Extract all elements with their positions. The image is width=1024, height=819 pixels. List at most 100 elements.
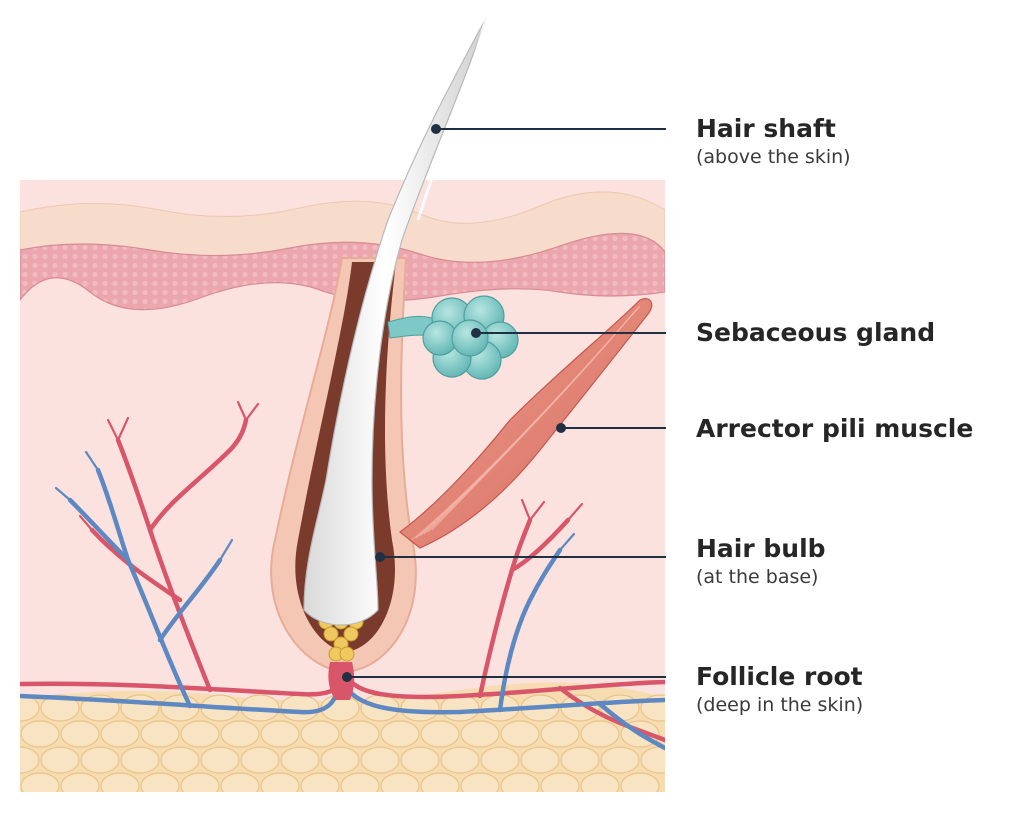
label-subtitle: (above the skin)	[696, 146, 851, 168]
vein	[20, 673, 343, 715]
fat-cell	[560, 694, 600, 722]
artery	[509, 517, 571, 573]
label-arrector-pili-muscle: Arrector pili muscle	[696, 414, 973, 444]
fat-cell	[420, 772, 460, 792]
fat-cell	[180, 772, 220, 792]
fat-cell	[540, 720, 580, 748]
leader-dot	[431, 124, 441, 134]
vein	[157, 557, 223, 643]
artery	[147, 417, 249, 533]
arrector-pili-shape	[399, 298, 653, 549]
fat-cell	[20, 720, 60, 748]
fat-cell	[500, 720, 540, 748]
fat-cell	[580, 772, 620, 792]
label-title: Arrector pili muscle	[696, 414, 974, 443]
fat-cell	[160, 694, 200, 722]
capillary	[218, 538, 234, 562]
label-follicle-root: Follicle root (deep in the skin)	[696, 662, 863, 718]
artery	[342, 669, 665, 700]
capillary	[520, 498, 532, 522]
fat-cell	[40, 746, 80, 774]
fat-cell	[460, 720, 500, 748]
label-title: Hair shaft	[696, 114, 836, 143]
fat-cell	[160, 746, 200, 774]
leader-dot	[375, 552, 385, 562]
fat-cell	[420, 720, 460, 748]
muscle-fibers	[411, 305, 641, 541]
label-title: Hair bulb	[696, 534, 826, 563]
fat-cell	[140, 772, 180, 792]
vein	[597, 701, 665, 751]
artery	[557, 685, 665, 743]
fat-cell	[560, 746, 600, 774]
papilla-cell	[339, 646, 355, 662]
fat-cell	[180, 720, 220, 748]
fat-cell	[360, 746, 400, 774]
capillary	[116, 416, 130, 442]
hair-shaft-shape	[303, 17, 487, 626]
capillary	[528, 500, 546, 522]
fat-cell	[200, 746, 240, 774]
fat-cell	[540, 772, 580, 792]
label-title: Follicle root	[696, 662, 863, 691]
capillary	[106, 418, 120, 442]
fat-cell	[100, 720, 140, 748]
fat-cell	[400, 746, 440, 774]
vein	[497, 547, 563, 713]
fat-cell	[60, 720, 100, 748]
fat-cell	[220, 772, 260, 792]
fat-cell	[640, 746, 665, 774]
vein	[337, 673, 665, 715]
fat-cell	[600, 746, 640, 774]
fat-cell	[500, 772, 540, 792]
fat-cell	[20, 772, 60, 792]
capillary	[558, 532, 576, 552]
fat-cell	[40, 694, 80, 722]
capillary	[54, 486, 72, 502]
fat-cell	[280, 694, 320, 722]
muscle-fiber	[431, 310, 636, 531]
leader-lines	[342, 124, 666, 682]
fat-cell	[220, 720, 260, 748]
capillary	[566, 502, 584, 522]
artery	[115, 437, 213, 693]
fat-cell	[440, 694, 480, 722]
papilla-stalk	[328, 662, 355, 700]
fat-cell	[620, 772, 660, 792]
leader-dot	[556, 423, 566, 433]
fat-cell	[260, 720, 300, 748]
label-hair-shaft: Hair shaft (above the skin)	[696, 114, 851, 170]
fat-cell	[120, 694, 160, 722]
fat-cell	[380, 772, 420, 792]
papilla-cell	[343, 626, 359, 642]
fat-cell	[260, 772, 300, 792]
fat-cell	[60, 772, 100, 792]
blood-vessels	[20, 400, 665, 751]
leader-dot	[342, 672, 352, 682]
fat-cell	[20, 746, 40, 774]
epidermis-layer	[20, 191, 665, 263]
fat-cell	[300, 772, 340, 792]
fat-cell	[140, 720, 180, 748]
label-hair-bulb: Hair bulb (at the base)	[696, 534, 826, 590]
label-title: Sebaceous gland	[696, 318, 936, 347]
capillary	[84, 450, 100, 472]
papilla-cell	[323, 626, 339, 642]
fat-cell	[240, 746, 280, 774]
fat-cell	[340, 772, 380, 792]
fat-cell	[340, 720, 380, 748]
vein	[67, 497, 131, 563]
vein	[95, 467, 193, 709]
fat-cell	[440, 746, 480, 774]
artery	[89, 527, 183, 603]
skin-layers	[20, 180, 665, 792]
shaft-highlight	[416, 17, 488, 221]
fat-cell	[580, 720, 620, 748]
fat-cell	[320, 746, 360, 774]
fat-cell	[300, 720, 340, 748]
fat-cell	[520, 746, 560, 774]
label-subtitle: (deep in the skin)	[696, 694, 864, 716]
artery	[477, 517, 533, 699]
